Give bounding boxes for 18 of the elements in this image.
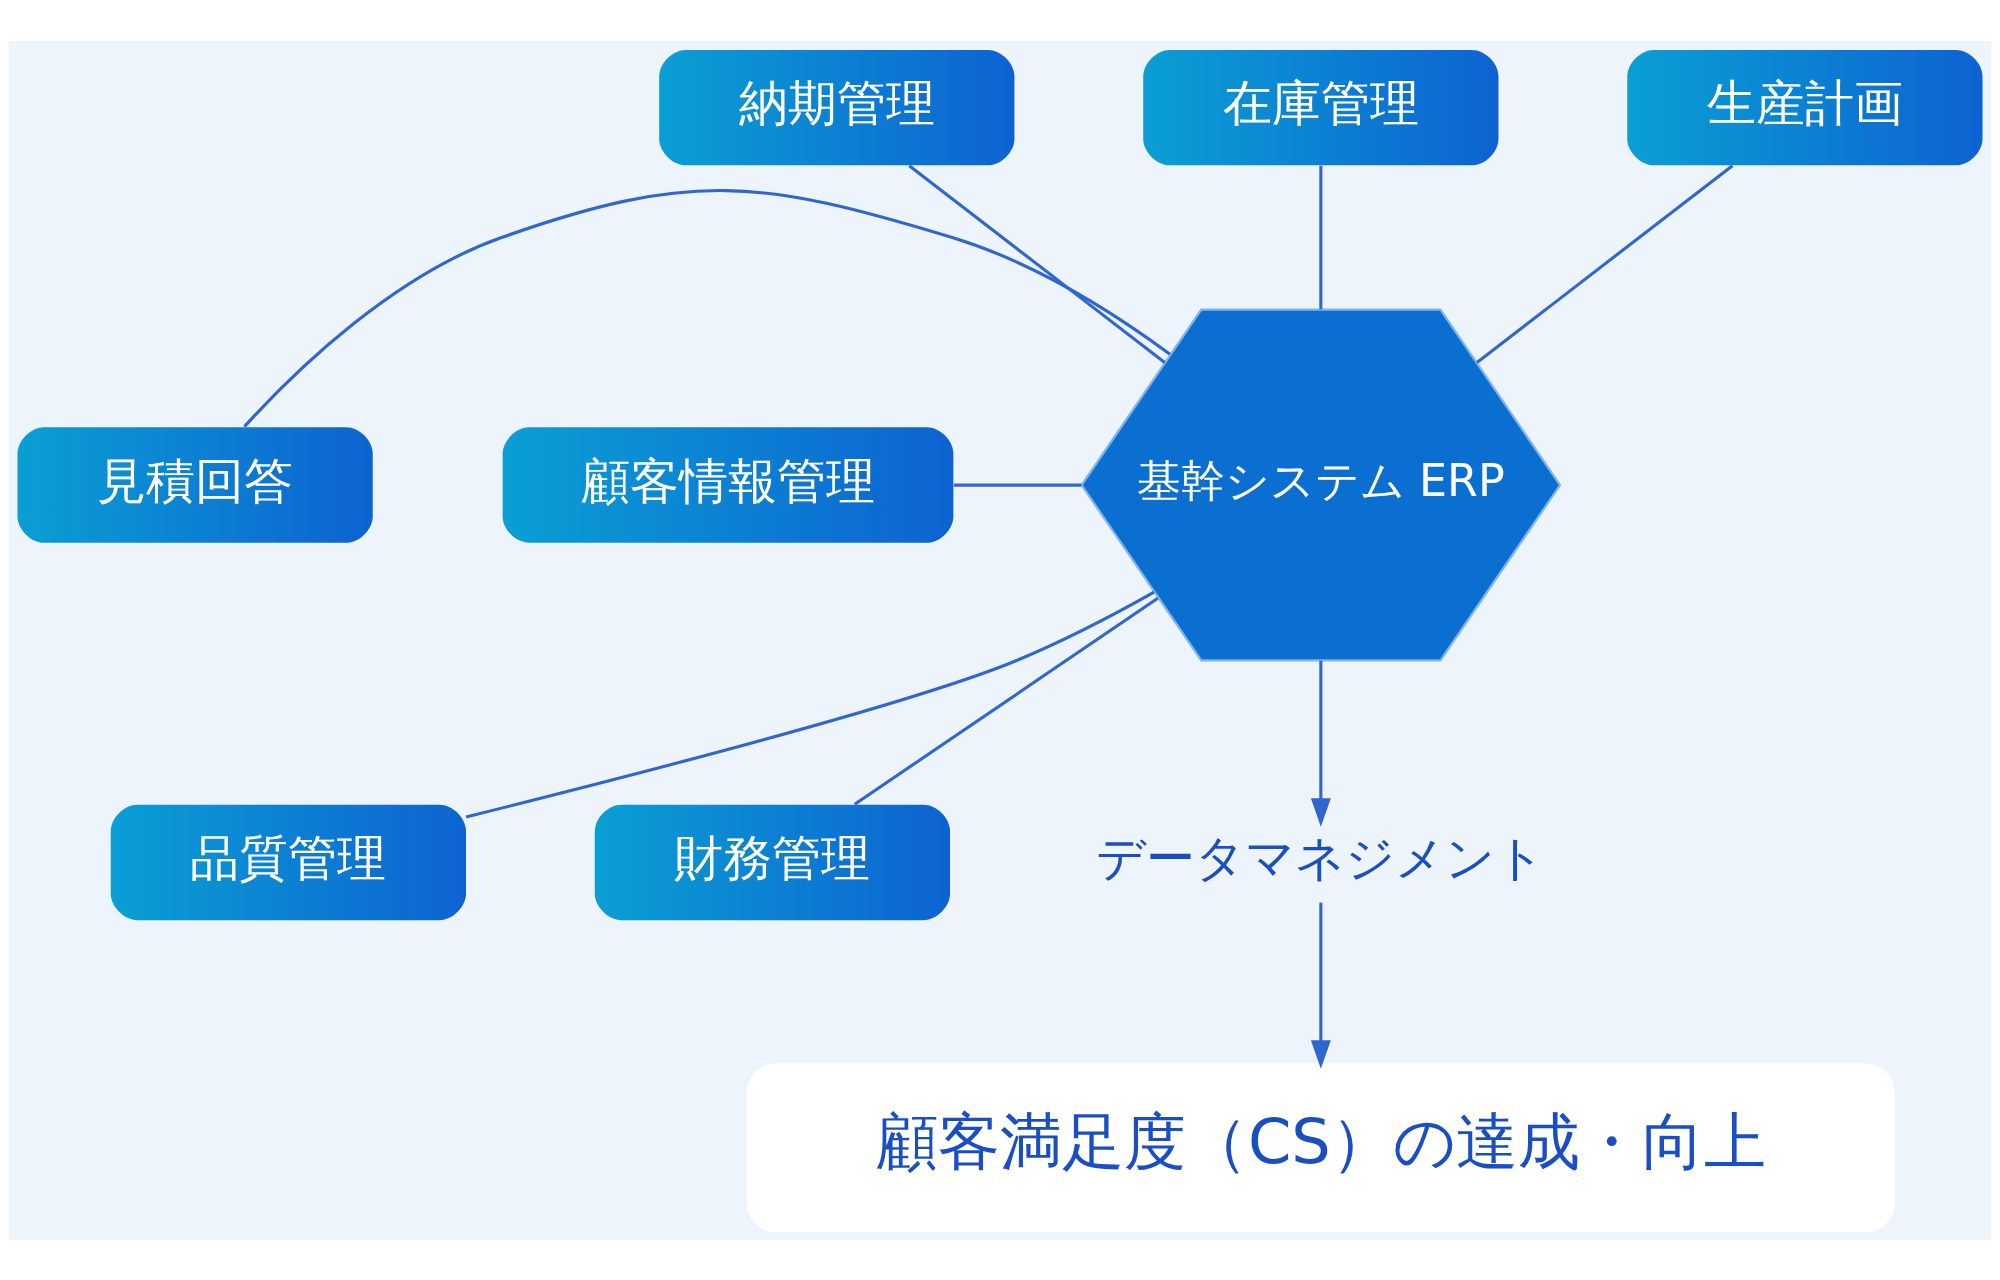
node-box: 見積回答 (17, 426, 373, 543)
arrow (1310, 660, 1331, 827)
connector (243, 188, 1171, 428)
node-box: 顧客情報管理 (502, 426, 954, 543)
connector (908, 163, 1166, 364)
connector (853, 596, 1159, 806)
connector (465, 590, 1155, 818)
connector (1476, 163, 1734, 364)
node-box: 生産計画 (1627, 49, 1983, 165)
node-box: 財務管理 (594, 804, 951, 920)
node-box: 在庫管理 (1143, 49, 1499, 165)
connector (1319, 165, 1323, 309)
node-box: 品質管理 (110, 804, 466, 920)
node-box: 納期管理 (659, 49, 1015, 165)
connector (953, 483, 1082, 487)
node-text: データマネジメント (1096, 829, 1546, 887)
node-box: 顧客満足度（CS）の達成・向上 (746, 1063, 1895, 1232)
arrow (1310, 902, 1331, 1069)
